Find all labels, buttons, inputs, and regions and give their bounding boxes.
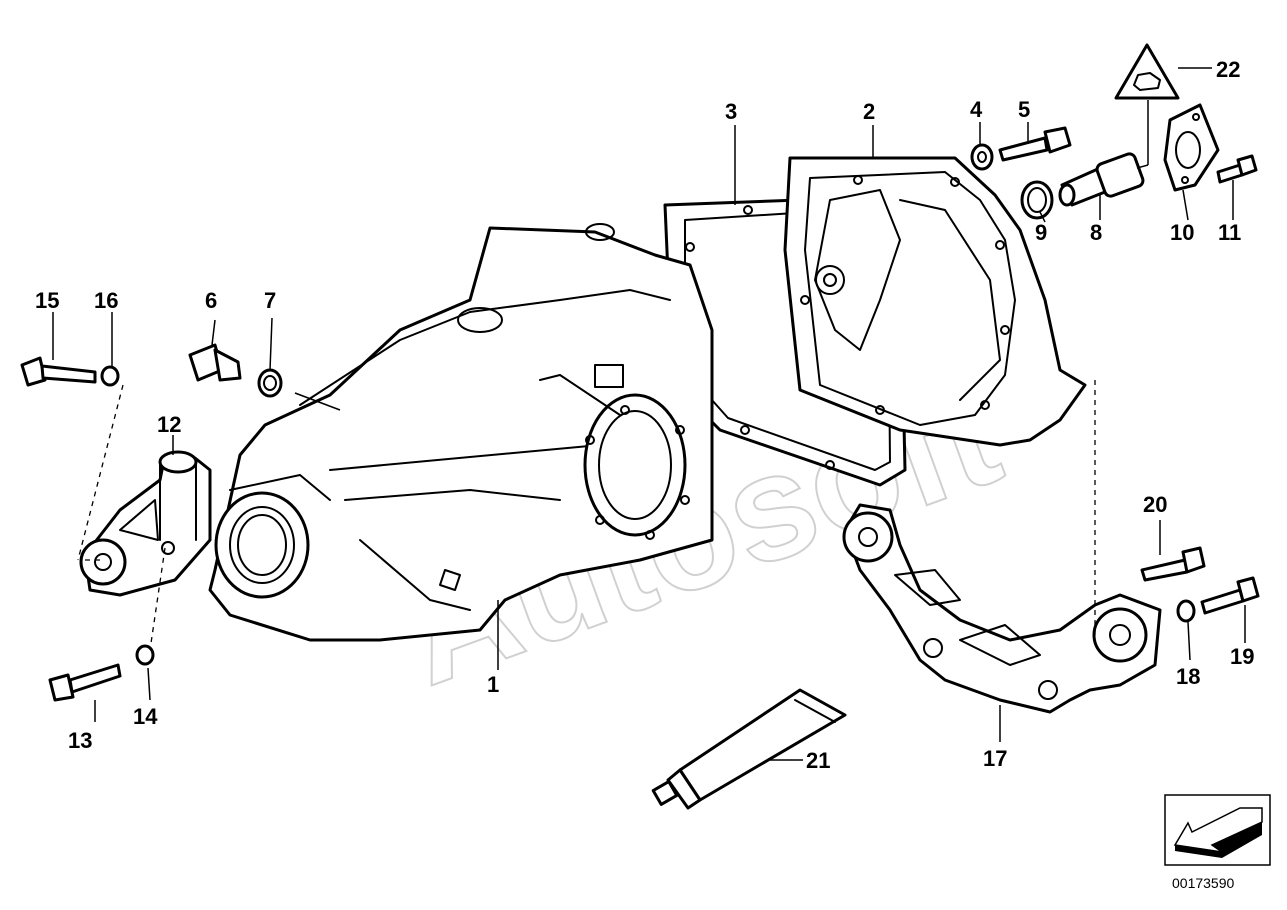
callout-12: 12 — [157, 412, 181, 437]
part-18-washer — [1176, 599, 1196, 623]
part-6-plug — [188, 343, 242, 382]
callout-14: 14 — [133, 704, 158, 729]
part-14-washer — [135, 644, 155, 666]
part-21-sealant-tube — [651, 688, 847, 810]
part-10-gasket — [1163, 103, 1220, 192]
callout-17: 17 — [983, 746, 1007, 771]
part-8-sensor — [1058, 152, 1145, 207]
callout-15: 15 — [35, 288, 59, 313]
callout-1: 1 — [487, 672, 499, 697]
part-16-washer — [100, 365, 120, 387]
part-1-differential-housing — [208, 223, 714, 642]
callout-21: 21 — [806, 748, 830, 773]
part-20-bolt — [1140, 546, 1206, 582]
part-2-rear-cover — [783, 156, 1087, 447]
part-19-bolt — [1200, 576, 1260, 615]
callout-22: 22 — [1216, 57, 1240, 82]
part-9-sealing-ring — [1020, 180, 1054, 220]
callout-18: 18 — [1176, 664, 1200, 689]
part-17-carrier — [842, 503, 1162, 714]
callout-10: 10 — [1170, 220, 1194, 245]
part-12-mount — [79, 450, 212, 597]
callout-9: 9 — [1035, 220, 1047, 245]
part-15-bolt — [20, 356, 97, 387]
callout-20: 20 — [1143, 492, 1167, 517]
document-number: 00173590 — [1172, 875, 1235, 891]
callout-19: 19 — [1230, 644, 1254, 669]
callout-13: 13 — [68, 728, 92, 753]
callout-8: 8 — [1090, 220, 1102, 245]
callout-3: 3 — [725, 99, 737, 124]
part-5-bolt — [998, 126, 1072, 162]
direction-arrow-icon — [1164, 794, 1271, 866]
callout-11: 11 — [1218, 220, 1241, 245]
callout-16: 16 — [94, 288, 118, 313]
part-11-bolt — [1216, 154, 1258, 184]
callout-7: 7 — [264, 288, 276, 313]
callout-5: 5 — [1018, 97, 1030, 122]
callout-2: 2 — [863, 99, 875, 124]
part-4-washer — [970, 143, 994, 171]
leader-lines — [52, 67, 1246, 761]
callout-4: 4 — [970, 97, 983, 122]
callout-6: 6 — [205, 288, 217, 313]
part-7-sealing-ring — [257, 368, 283, 398]
part-13-bolt — [48, 663, 122, 702]
warning-triangle-icon — [1114, 43, 1180, 100]
